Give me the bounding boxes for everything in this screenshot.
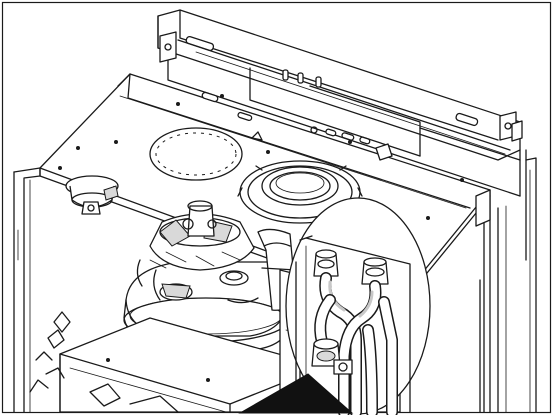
upper-fitting-left bbox=[313, 249, 339, 277]
rear-mounting-frame bbox=[157, 9, 527, 261]
bracket-left bbox=[159, 31, 177, 63]
upper-fitting-right bbox=[361, 257, 389, 285]
pipework bbox=[314, 272, 398, 415]
fan-motor bbox=[159, 270, 249, 301]
callout-magnifier bbox=[285, 197, 431, 415]
pointer-arrow bbox=[238, 373, 354, 414]
pressure-switch bbox=[65, 175, 119, 215]
casing-right-side bbox=[475, 157, 537, 413]
bracket-right bbox=[499, 111, 523, 142]
callout-detail bbox=[295, 235, 411, 415]
lower-fitting-right bbox=[333, 359, 353, 375]
lower-fitting-left bbox=[311, 338, 341, 367]
casing-left-side bbox=[13, 167, 41, 413]
fan-assembly bbox=[123, 200, 291, 351]
plate-slots bbox=[201, 91, 371, 145]
blanking-plate bbox=[149, 127, 243, 181]
frame-slots bbox=[185, 35, 479, 127]
burner-tray bbox=[29, 311, 301, 413]
casing-right-rail bbox=[497, 205, 507, 413]
